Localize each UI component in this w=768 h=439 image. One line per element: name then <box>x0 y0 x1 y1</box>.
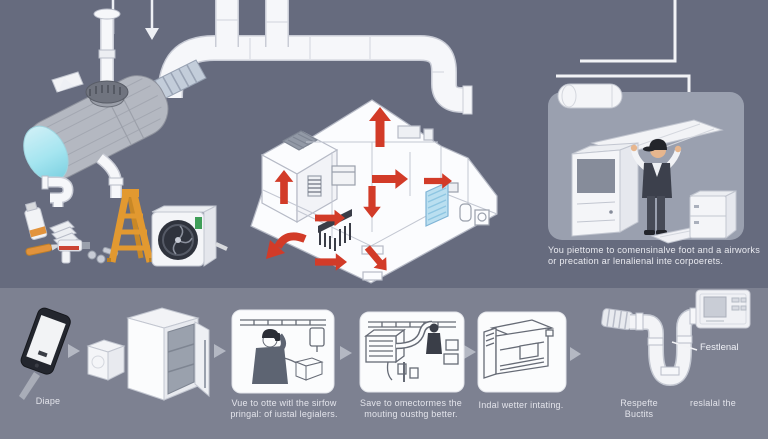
step1-caption: Diape <box>35 396 61 406</box>
step4-caption-line2: mouting ousthg better. <box>364 408 458 419</box>
step3-caption: Vue to otte witl the sirfow pringal: of … <box>228 398 340 419</box>
ladder-icon <box>107 189 154 263</box>
duct-fan-assembly-illustration <box>23 0 473 207</box>
step6-caption-left: Respefte Buctits <box>606 398 672 419</box>
step6-caption-right: reslalal the <box>690 398 736 408</box>
step3-caption-line1: Vue to otte witl the sirfow <box>231 398 337 408</box>
install-caption-line1: You piettome to comensinalve foot and a … <box>548 245 761 255</box>
tools-illustration <box>24 189 228 267</box>
workflow-steps-section: Diape Vue to otte witl the sirfow pringa… <box>0 288 768 439</box>
step-arrow-icons <box>68 344 581 361</box>
drill-icon <box>57 239 90 264</box>
top-illustration-section: You piettome to comensinalve foot and a … <box>0 0 768 288</box>
install-panel-caption: You piettome to comensinalve foot and a … <box>548 245 764 267</box>
step6-caption-left-line2: Buctits <box>624 408 654 419</box>
thermostat-icon <box>695 289 751 329</box>
workflow-art <box>19 289 751 401</box>
step3-caption-line2: pringal: of iustal legialers. <box>230 408 338 419</box>
smartphone-icon <box>19 307 71 400</box>
cabinet-unit-icon <box>86 307 210 401</box>
airflow-arrows <box>266 107 452 276</box>
step5-caption: Indal wetter intating. <box>478 400 564 410</box>
step4-caption: Save to omectormes the mouting ousthg be… <box>354 398 468 419</box>
step5-panel <box>477 311 567 393</box>
step4-panel <box>359 311 465 393</box>
pipe-label: Festlenal <box>700 342 739 353</box>
install-panel-illustration <box>548 0 744 244</box>
install-caption-line2: or precation ar lenalienal inte corpoere… <box>548 256 724 266</box>
pipes-thermostat-icon <box>601 289 751 387</box>
top-art <box>23 0 744 284</box>
ac-unit-icon <box>151 205 228 267</box>
spray-can-icon <box>24 201 48 240</box>
step3-panel <box>231 309 335 394</box>
house-cutaway-illustration <box>250 99 498 284</box>
step6-caption-left-line1: Respefte <box>620 398 658 408</box>
step4-caption-line1: Save to omectormes the <box>360 398 462 408</box>
